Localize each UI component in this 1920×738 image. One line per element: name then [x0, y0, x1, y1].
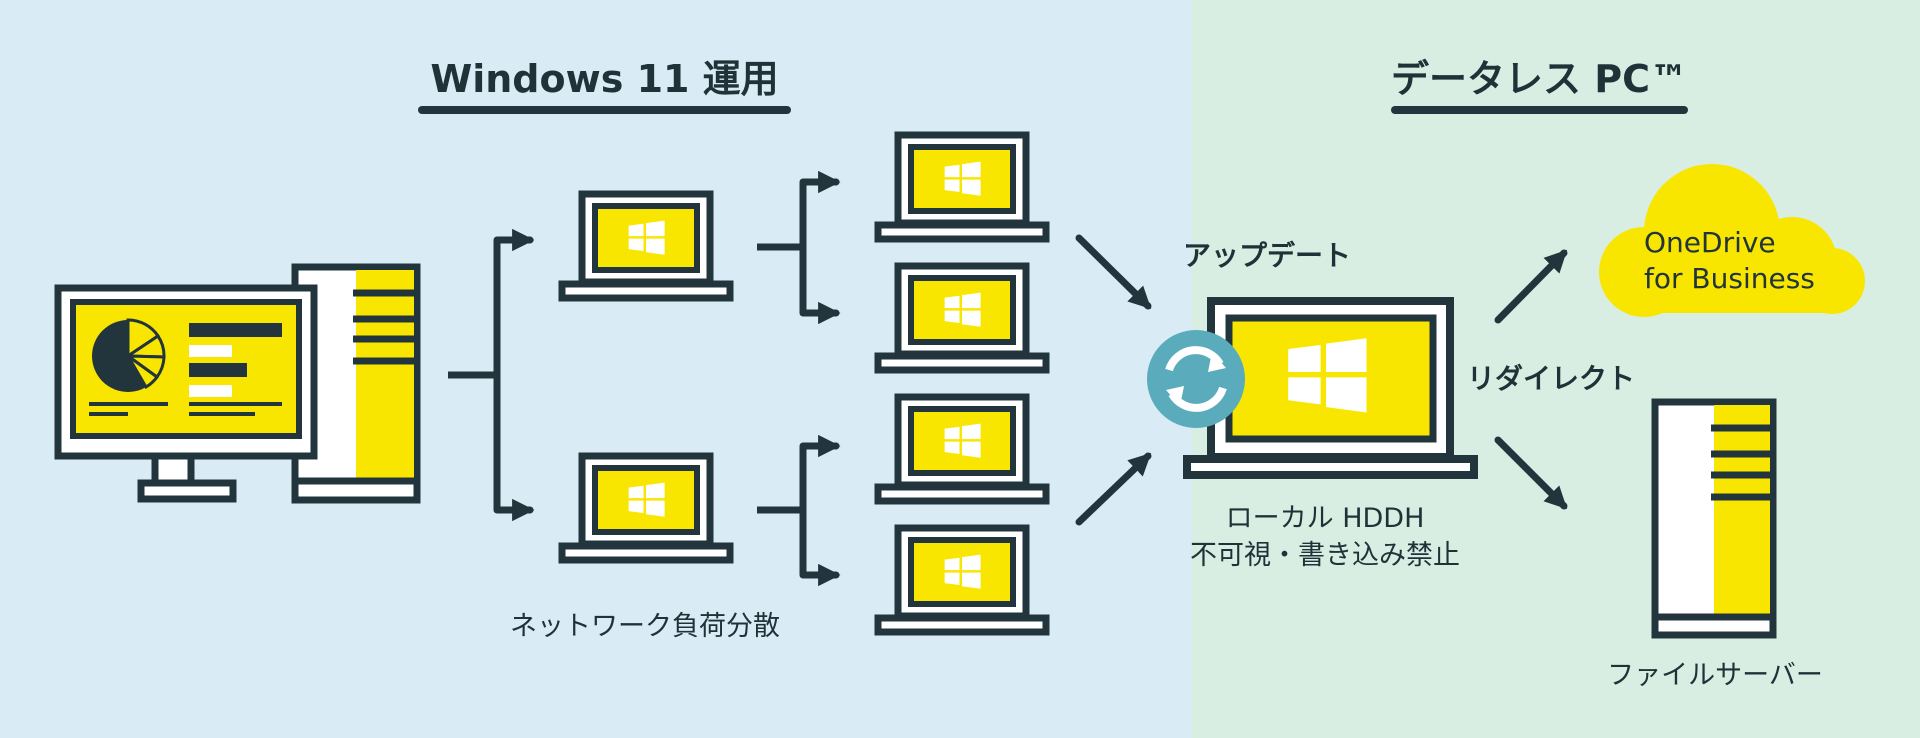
local-hdd-label: ローカル HDDH	[1225, 503, 1425, 534]
laptop-icon	[878, 266, 1046, 370]
update-label: アップデート	[1183, 239, 1352, 272]
network-load-label: ネットワーク負荷分散	[510, 611, 780, 642]
left-title-underline	[418, 106, 791, 114]
cloud-icon	[1599, 164, 1865, 317]
laptop-icon	[878, 397, 1046, 501]
left-section-title: Windows 11 運用	[430, 57, 779, 101]
redirect-label: リダイレクト	[1467, 362, 1636, 395]
sync-icon	[1147, 330, 1245, 428]
arrow-icon	[493, 170, 1568, 587]
right-title-underline	[1391, 106, 1688, 114]
laptop-icon	[562, 194, 730, 298]
local-hdd-note: 不可視・書き込み禁止	[1190, 540, 1460, 571]
laptop-icon	[562, 456, 730, 560]
laptop-icon	[878, 528, 1046, 632]
cloud-label-line1: OneDrive	[1644, 226, 1776, 259]
cloud-label-line2: for Business	[1644, 262, 1815, 295]
network-branch-lines	[448, 182, 807, 575]
file-server-icon	[1651, 398, 1777, 639]
main-laptop-icon	[1183, 297, 1478, 479]
desktop-computer-icon	[54, 263, 421, 504]
laptop-icon	[878, 135, 1046, 239]
right-section-title: データレス PC™	[1391, 57, 1688, 101]
file-server-label: ファイルサーバー	[1607, 660, 1823, 691]
